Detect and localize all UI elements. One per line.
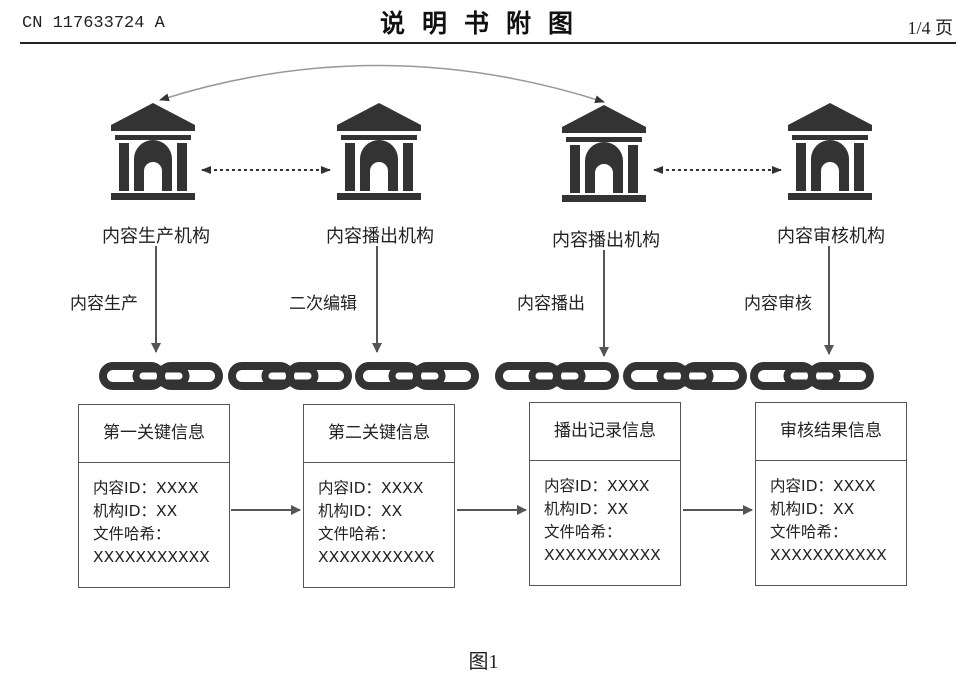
chain-link-icon	[232, 366, 348, 386]
figure-caption: 图1	[468, 651, 499, 673]
edge-label: 内容播出	[517, 294, 585, 314]
content-id-line: 内容ID：XXXX	[318, 479, 424, 497]
block-body: 内容ID：XXXX 机构ID：XX 文件哈希： XXXXXXXXXXX	[530, 461, 680, 567]
block-card: 第一关键信息 内容ID：XXXX 机构ID：XX 文件哈希： XXXXXXXXX…	[78, 404, 230, 588]
block-card: 第二关键信息 内容ID：XXXX 机构ID：XX 文件哈希： XXXXXXXXX…	[303, 404, 455, 588]
file-hash-value: XXXXXXXXXXX	[770, 546, 887, 564]
block-body: 内容ID：XXXX 机构ID：XX 文件哈希： XXXXXXXXXXX	[79, 463, 229, 569]
institution-id-line: 机构ID：XX	[318, 502, 403, 520]
content-id-line: 内容ID：XXXX	[544, 477, 650, 495]
file-hash-value: XXXXXXXXXXX	[544, 546, 661, 564]
file-hash-value: XXXXXXXXXXX	[93, 548, 210, 566]
content-id-line: 内容ID：XXXX	[93, 479, 199, 497]
block-title: 审核结果信息	[756, 403, 906, 461]
institution-label: 内容播出机构	[326, 226, 434, 247]
block-body: 内容ID：XXXX 机构ID：XX 文件哈希： XXXXXXXXXXX	[304, 463, 454, 569]
patent-number: CN 117633724 A	[22, 14, 165, 33]
institution-id-line: 机构ID：XX	[544, 500, 629, 518]
chain-link-icon	[627, 366, 743, 386]
page-number: 1/4 页	[907, 18, 953, 38]
institution-label: 内容生产机构	[102, 226, 210, 247]
file-hash-label: 文件哈希：	[318, 525, 396, 543]
block-body: 内容ID：XXXX 机构ID：XX 文件哈希： XXXXXXXXXXX	[756, 461, 906, 567]
content-id-line: 内容ID：XXXX	[770, 477, 876, 495]
block-card: 审核结果信息 内容ID：XXXX 机构ID：XX 文件哈希： XXXXXXXXX…	[755, 402, 907, 586]
institution-building-icon	[788, 103, 872, 200]
file-hash-label: 文件哈希：	[544, 523, 622, 541]
institution-building-icon	[337, 103, 421, 200]
institution-id-line: 机构ID：XX	[770, 500, 855, 518]
file-hash-label: 文件哈希：	[770, 523, 848, 541]
edge-label: 二次编辑	[289, 294, 357, 314]
file-hash-value: XXXXXXXXXXX	[318, 548, 435, 566]
institution-id-line: 机构ID：XX	[93, 502, 178, 520]
block-title: 第一关键信息	[79, 405, 229, 463]
block-title: 播出记录信息	[530, 403, 680, 461]
chain-link-icon	[754, 366, 870, 386]
curved-link-arrow	[159, 64, 605, 104]
institution-label: 内容审核机构	[777, 226, 885, 247]
institution-building-icon	[562, 105, 646, 202]
institution-label: 内容播出机构	[552, 230, 660, 251]
header-divider	[20, 42, 956, 44]
chain-link-icon	[499, 366, 615, 386]
chain-link-icon	[103, 366, 219, 386]
block-title: 第二关键信息	[304, 405, 454, 463]
chain-link-icon	[359, 366, 475, 386]
edge-label: 内容审核	[744, 294, 812, 314]
block-card: 播出记录信息 内容ID：XXXX 机构ID：XX 文件哈希： XXXXXXXXX…	[529, 402, 681, 586]
file-hash-label: 文件哈希：	[93, 525, 171, 543]
page-title: 说明书附图	[379, 9, 590, 38]
institution-building-icon	[111, 103, 195, 200]
edge-label: 内容生产	[70, 294, 138, 314]
